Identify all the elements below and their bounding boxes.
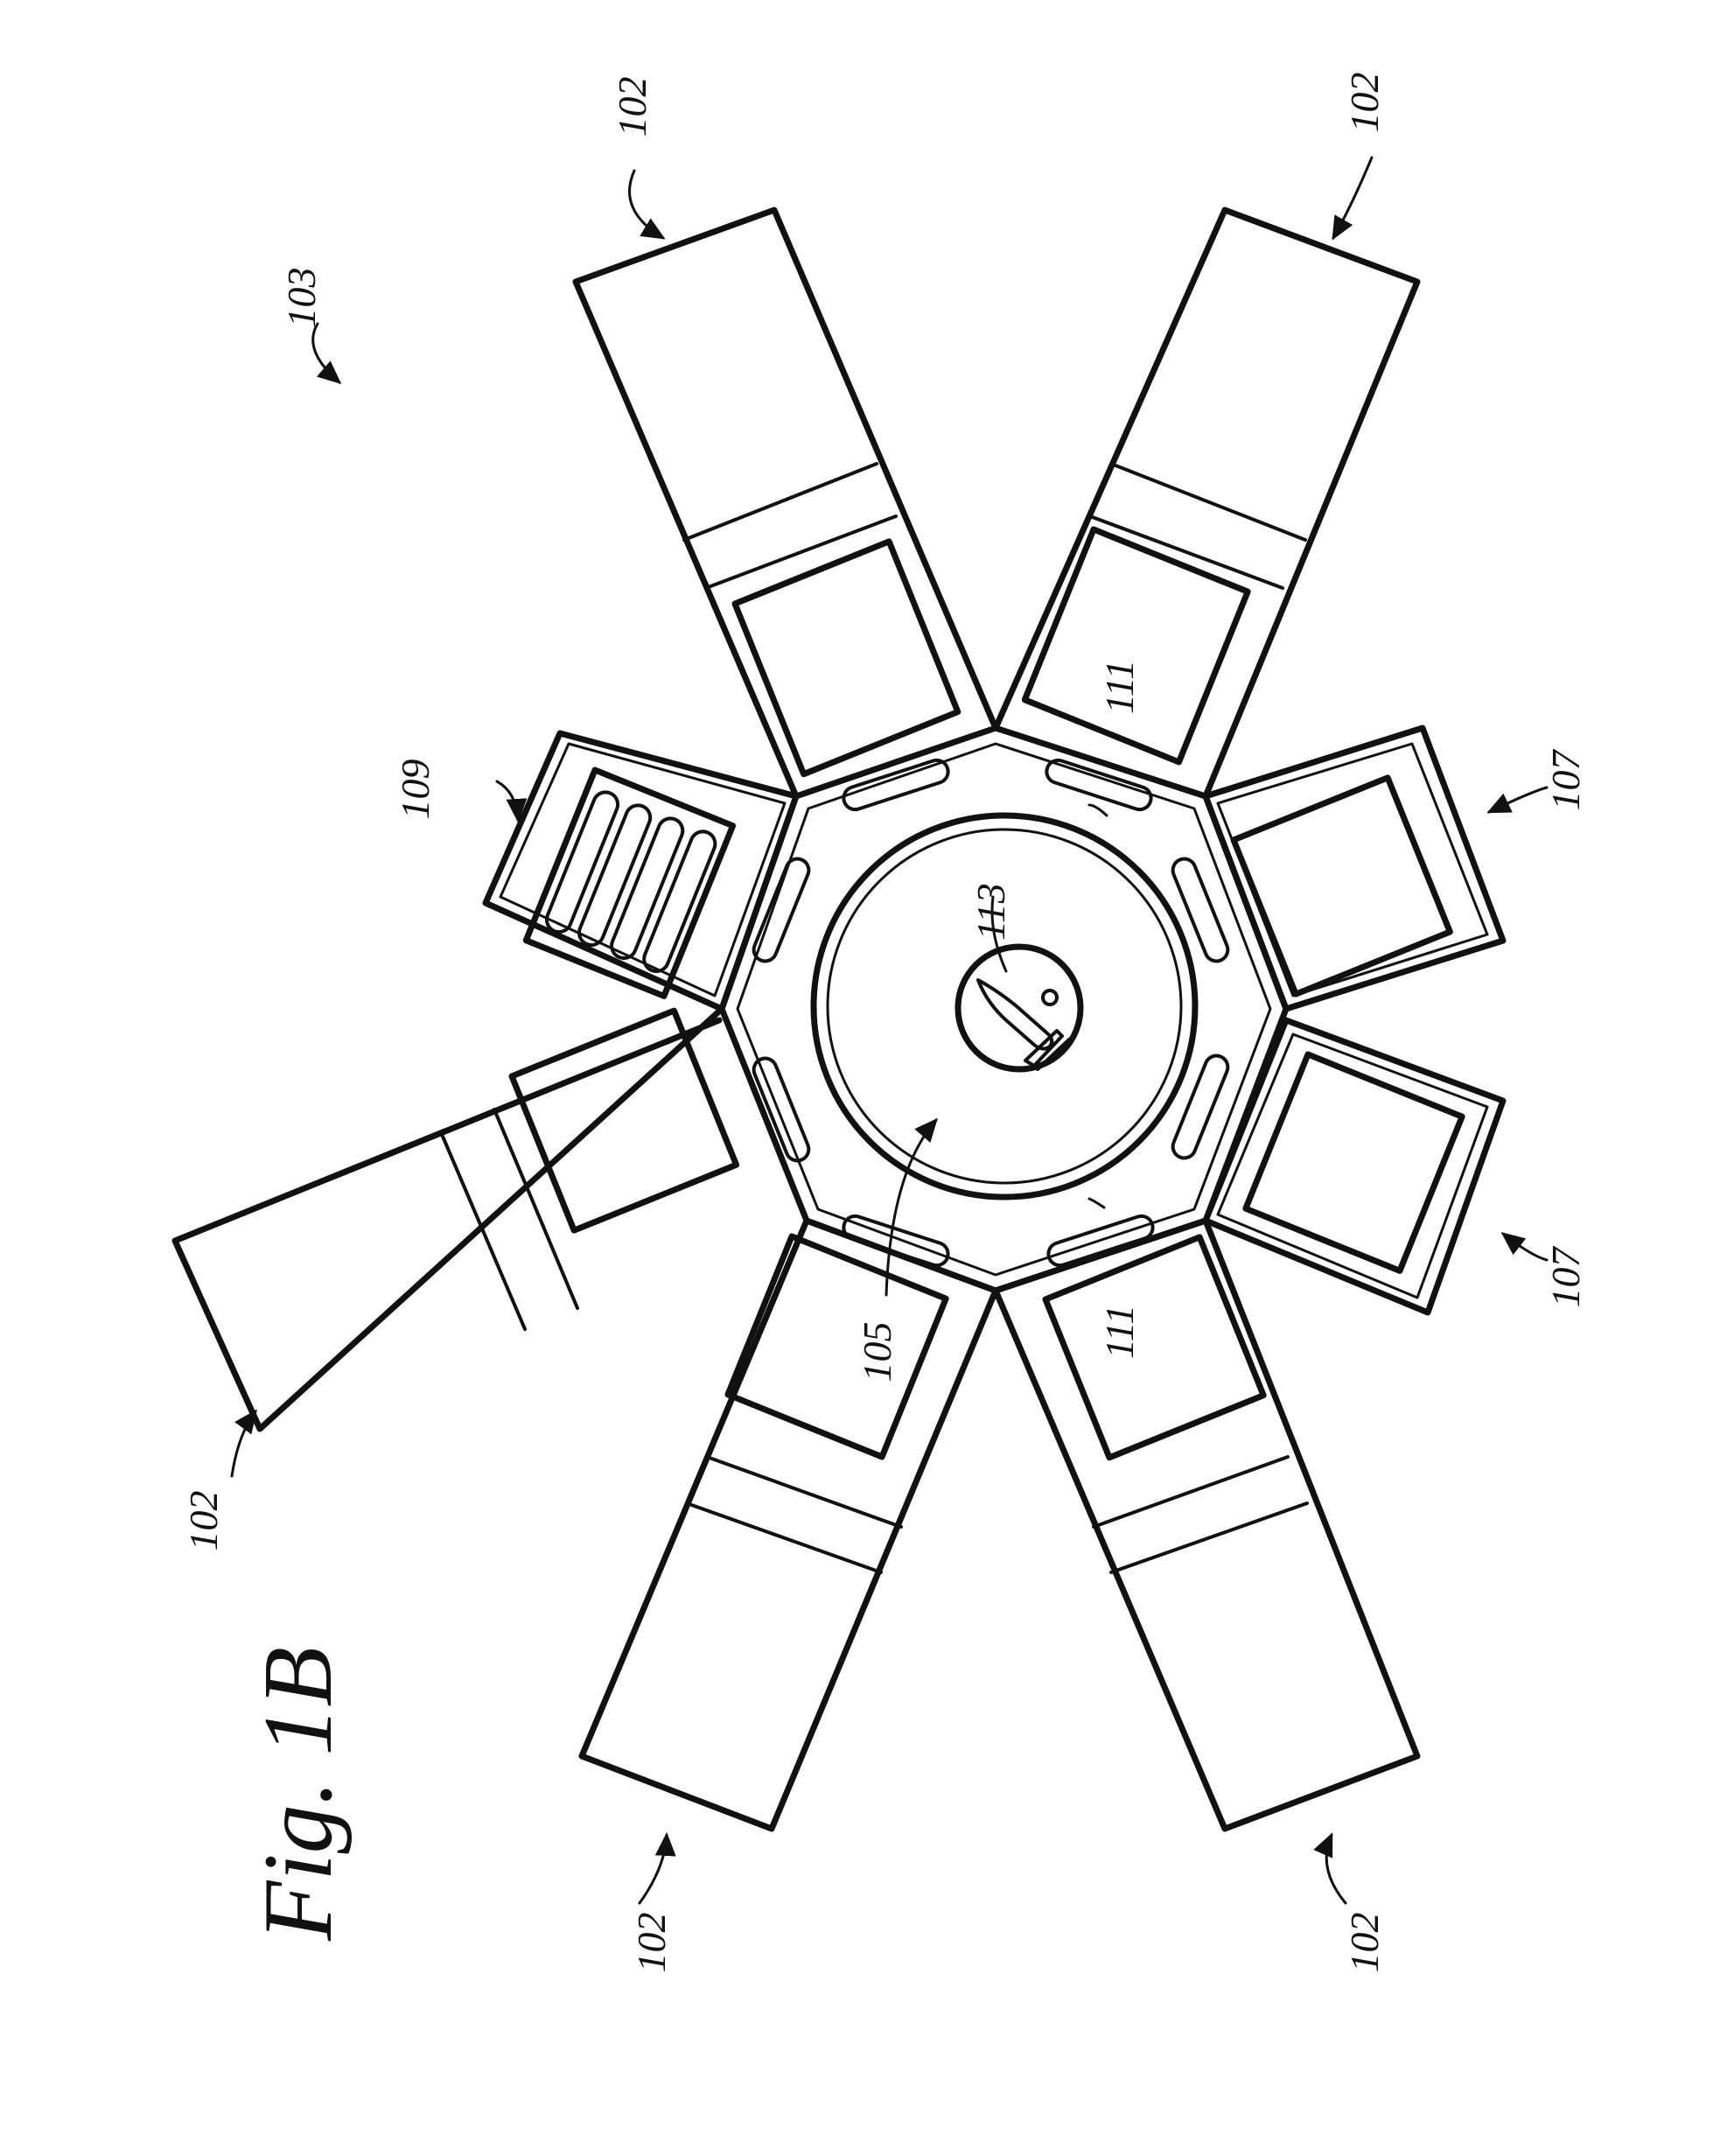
- module-arm-upper-right: [992, 206, 1421, 800]
- module-arm-left: [171, 1005, 740, 1432]
- label-102-lower-right: 102: [1342, 1913, 1387, 1973]
- label-107-upper: 107: [1543, 749, 1588, 811]
- side-pod-upper: [1202, 724, 1507, 1012]
- figure-title: Fig. 1B: [244, 1647, 353, 1942]
- label-109: 109: [393, 760, 437, 820]
- central-dish: [810, 812, 1199, 1200]
- hub-slots: [752, 758, 1230, 1268]
- label-102-upper-left: 102: [610, 77, 654, 137]
- module-arm-lower-right: [992, 1217, 1421, 1832]
- heater-pod: [482, 730, 800, 1012]
- emblem: [954, 943, 1084, 1073]
- label-105: 105: [855, 1322, 899, 1382]
- label-102-upper-right: 102: [1342, 73, 1387, 133]
- label-102-left: 102: [181, 1491, 226, 1551]
- module-arm-upper-left: [572, 206, 999, 800]
- module-arm-lower-left: [578, 1217, 999, 1832]
- label-111-lower: 111: [1097, 1305, 1142, 1359]
- label-102-lower-left: 102: [629, 1913, 674, 1973]
- label-111-upper: 111: [1097, 660, 1142, 714]
- central-hub: [718, 724, 1290, 1294]
- label-107-lower: 107: [1543, 1246, 1588, 1308]
- label-103: 103: [279, 268, 324, 328]
- label-113: 113: [968, 883, 1013, 941]
